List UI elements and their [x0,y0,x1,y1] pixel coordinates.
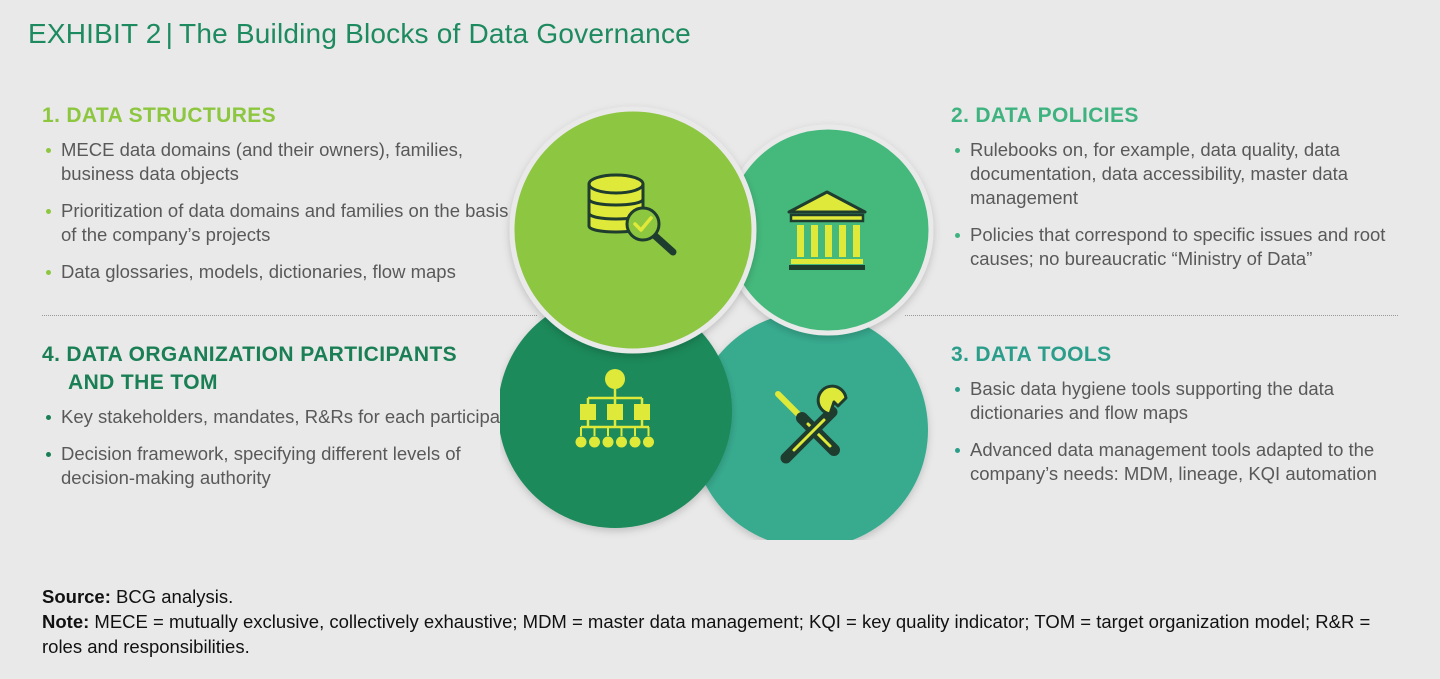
bullet-dot-icon [46,270,51,275]
list-item: Advanced data management tools adapted t… [951,438,1411,486]
bullet-list: Rulebooks on, for example, data quality,… [951,138,1411,271]
list-item: Prioritization of data domains and famil… [42,199,512,247]
block-heading: 1.DATA STRUCTURES [42,104,277,127]
block-heading: 2.DATA POLICIES [951,104,1139,127]
block-data-tools: 3.DATA TOOLS Basic data hygiene tools su… [951,341,1411,499]
title-separator: | [165,18,174,49]
exhibit-title-text: The Building Blocks of Data Governance [179,18,691,49]
list-item: Policies that correspond to specific iss… [951,223,1411,271]
bank-building-icon [787,190,867,270]
exhibit-title: EXHIBIT 2|The Building Blocks of Data Go… [28,18,691,50]
bullet-list: Key stakeholders, mandates, R&Rs for eac… [42,405,522,490]
list-item: Data glossaries, models, dictionaries, f… [42,260,512,284]
list-item: Decision framework, specifying different… [42,442,522,490]
building-blocks-diagram [500,106,934,540]
source-line: Source: BCG analysis. [42,586,234,607]
bullet-dot-icon [46,209,51,214]
bullet-dot-icon [46,452,51,457]
database-search-icon [587,173,677,256]
list-item: Key stakeholders, mandates, R&Rs for eac… [42,405,522,429]
tools-icon [775,384,848,464]
block-data-policies: 2.DATA POLICIES Rulebooks on, for exampl… [951,102,1411,284]
bullet-dot-icon [955,448,960,453]
bullet-list: MECE data domains (and their owners), fa… [42,138,512,284]
org-chart-icon [575,369,654,448]
bullet-dot-icon [955,148,960,153]
note-line: Note: MECE = mutually exclusive, collect… [42,611,1371,657]
block-heading: 3.DATA TOOLS [951,343,1112,366]
list-item: MECE data domains (and their owners), fa… [42,138,512,186]
footnotes: Source: BCG analysis. Note: MECE = mutua… [42,584,1412,659]
list-item: Rulebooks on, for example, data quality,… [951,138,1411,210]
bullet-list: Basic data hygiene tools supporting the … [951,377,1411,486]
bullet-dot-icon [46,148,51,153]
block-data-structures: 1.DATA STRUCTURES MECE data domains (and… [42,102,512,297]
section-divider-left [42,315,537,316]
exhibit-number: EXHIBIT 2 [28,18,162,49]
section-divider-right [905,315,1398,316]
bullet-dot-icon [955,387,960,392]
bullet-dot-icon [46,415,51,420]
list-item: Basic data hygiene tools supporting the … [951,377,1411,425]
bullet-dot-icon [955,233,960,238]
